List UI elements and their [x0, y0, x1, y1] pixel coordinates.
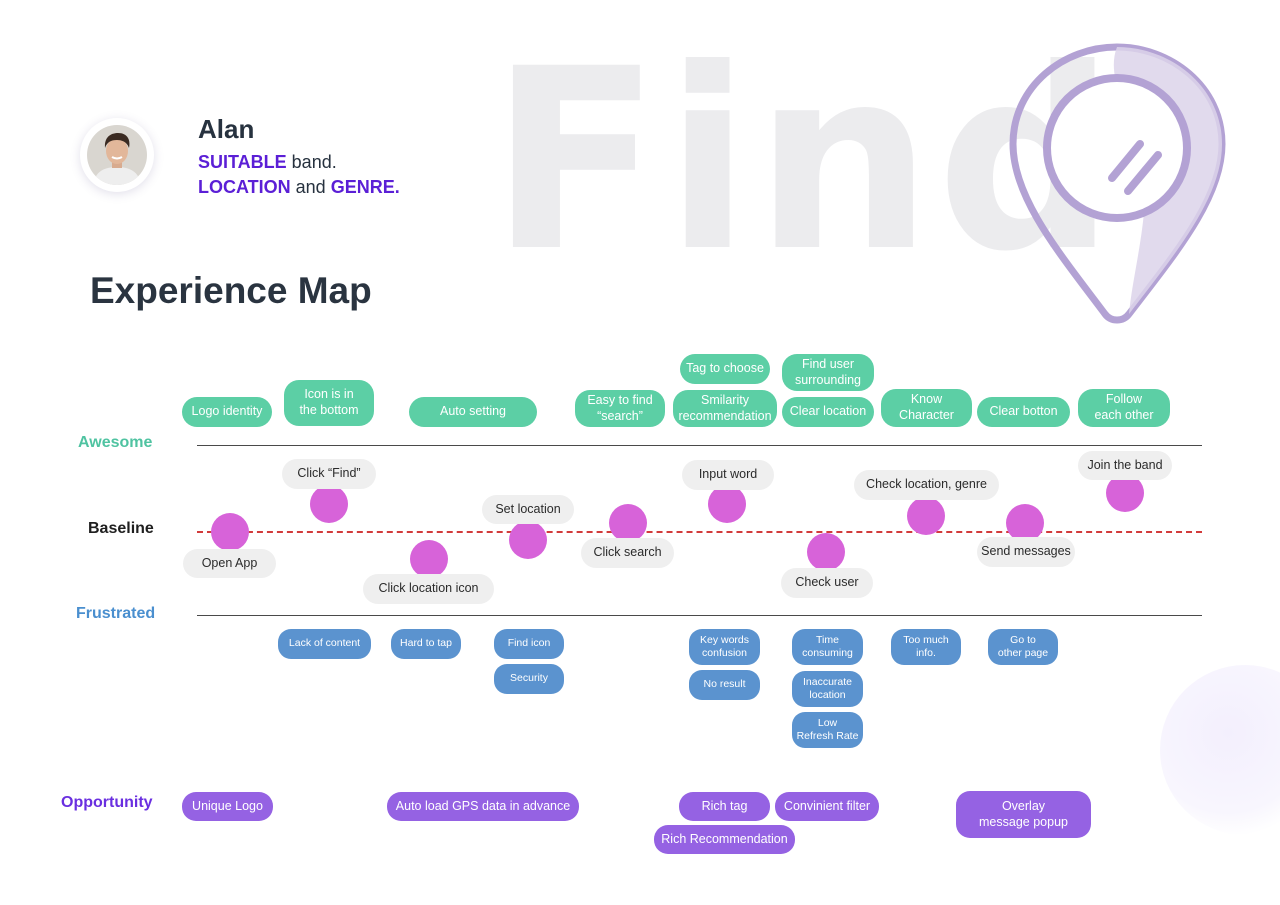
row-label-frustrated: Frustrated [76, 605, 156, 622]
pain-point-tag: Low Refresh Rate [792, 712, 863, 748]
persona-highlight: LOCATION [198, 177, 291, 197]
step-label: Input word [682, 460, 774, 490]
awesome-tag: Follow each other [1078, 389, 1170, 427]
step-dot [609, 504, 647, 542]
pain-point-tag: Key words confusion [689, 629, 760, 665]
awesome-divider [197, 445, 1202, 446]
opportunity-tag: Rich tag [679, 792, 770, 821]
persona-highlight: SUITABLE [198, 152, 287, 172]
pain-point-tag: Too much info. [891, 629, 961, 665]
pain-point-tag: Find icon [494, 629, 564, 659]
awesome-tag: Clear location [782, 397, 874, 427]
frustrated-divider [197, 615, 1202, 616]
step-label: Click location icon [363, 574, 494, 604]
awesome-tag: Logo identity [182, 397, 272, 427]
avatar-photo [87, 125, 147, 185]
row-label-baseline: Baseline [88, 520, 154, 537]
pain-point-tag: Security [494, 664, 564, 694]
pain-point-tag: Go to other page [988, 629, 1058, 665]
avatar [80, 118, 154, 192]
step-label: Open App [183, 549, 276, 578]
step-dot [410, 540, 448, 578]
row-label-opportunity: Opportunity [61, 794, 153, 811]
awesome-tag: Clear botton [977, 397, 1070, 427]
awesome-tag: Icon is in the bottom [284, 380, 374, 426]
pain-point-tag: No result [689, 670, 760, 700]
awesome-tag: Tag to choose [680, 354, 770, 384]
persona-goal-line-1: SUITABLE band. [198, 152, 337, 173]
step-label: Check location, genre [854, 470, 999, 500]
step-label: Set location [482, 495, 574, 524]
row-label-awesome: Awesome [78, 434, 153, 451]
pain-point-tag: Lack of content [278, 629, 371, 659]
page-title: Experience Map [90, 270, 372, 311]
pain-point-tag: Time consuming [792, 629, 863, 665]
step-label: Click search [581, 538, 674, 568]
awesome-tag: Auto setting [409, 397, 537, 427]
awesome-tag: Easy to find “search” [575, 390, 665, 427]
persona-highlight: GENRE. [330, 177, 400, 197]
step-dot [211, 513, 249, 551]
pain-point-tag: Hard to tap [391, 629, 461, 659]
opportunity-tag: Auto load GPS data in advance [387, 792, 579, 821]
opportunity-tag: Unique Logo [182, 792, 273, 821]
step-label: Click “Find” [282, 459, 376, 489]
step-label: Send messages [977, 537, 1075, 567]
person-portrait-icon [87, 125, 147, 185]
persona-goal-line-2: LOCATION and GENRE. [198, 177, 400, 198]
step-dot [310, 485, 348, 523]
baseline-dashed-line [197, 531, 1202, 533]
step-dot [807, 533, 845, 571]
awesome-tag: Find user surrounding [782, 354, 874, 391]
opportunity-tag: Overlay message popup [956, 791, 1091, 838]
decorative-glow [1160, 665, 1280, 835]
persona-text: and [290, 177, 331, 197]
persona-text: band. [286, 152, 337, 172]
step-dot [1106, 474, 1144, 512]
step-label: Join the band [1078, 451, 1172, 480]
opportunity-tag: Convinient filter [775, 792, 879, 821]
opportunity-tag: Rich Recommendation [654, 825, 795, 854]
step-dot [907, 497, 945, 535]
step-label: Check user [781, 568, 873, 598]
step-dot [708, 485, 746, 523]
awesome-tag: Smilarity recommendation [673, 390, 777, 427]
map-pin-search-icon [1009, 43, 1226, 324]
pain-point-tag: Inaccurate location [792, 671, 863, 707]
awesome-tag: Know Character [881, 389, 972, 427]
persona-name: Alan [198, 114, 255, 144]
step-dot [509, 521, 547, 559]
step-dot [1006, 504, 1044, 542]
